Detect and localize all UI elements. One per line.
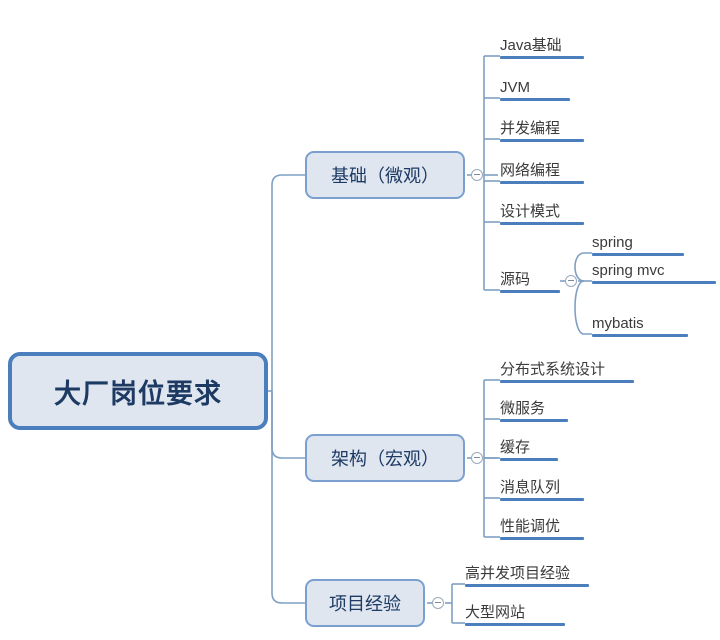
leaf-source-code[interactable]: 源码	[500, 262, 560, 293]
leaf-large-website-label: 大型网站	[465, 604, 526, 621]
branch-node-foundation[interactable]: 基础（微观）	[305, 151, 465, 199]
leaf-network-programming-label: 网络编程	[500, 162, 561, 179]
leaf-underline	[500, 498, 584, 501]
collapse-toggle-foundation[interactable]	[471, 169, 483, 181]
leaf-underline	[465, 623, 565, 626]
leaf-concurrent-programming[interactable]: 并发编程	[500, 111, 584, 142]
leaf-underline	[500, 222, 584, 225]
leaf-underline	[500, 458, 558, 461]
root-node[interactable]: 大厂岗位要求	[8, 352, 268, 430]
collapse-toggle-source-code[interactable]	[565, 275, 577, 287]
branch-node-project-experience[interactable]: 项目经验	[305, 579, 425, 627]
leaf-large-website[interactable]: 大型网站	[465, 595, 565, 626]
leaf-jvm-label: JVM	[500, 79, 530, 96]
leaf-concurrent-programming-label: 并发编程	[500, 120, 561, 137]
collapse-toggle-project-experience[interactable]	[432, 597, 444, 609]
branch-node-project-experience-label: 项目经验	[329, 594, 401, 614]
leaf-design-patterns[interactable]: 设计模式	[500, 194, 584, 225]
branch-node-architecture[interactable]: 架构（宏观）	[305, 434, 465, 482]
leaf-microservices[interactable]: 微服务	[500, 391, 568, 422]
leaf-java-basics[interactable]: Java基础	[500, 28, 584, 59]
leaf-spring-label: spring	[592, 234, 633, 251]
leaf-source-code-label: 源码	[500, 271, 531, 288]
leaf-spring[interactable]: spring	[592, 225, 684, 256]
leaf-java-basics-label: Java基础	[500, 37, 562, 54]
root-node-label: 大厂岗位要求	[54, 378, 222, 409]
leaf-underline	[500, 98, 570, 101]
leaf-high-concurrency-experience[interactable]: 高并发项目经验	[465, 556, 589, 587]
leaf-jvm[interactable]: JVM	[500, 70, 570, 101]
leaf-message-queue-label: 消息队列	[500, 479, 561, 496]
leaf-design-patterns-label: 设计模式	[500, 203, 561, 220]
leaf-underline	[500, 139, 584, 142]
leaf-underline	[465, 584, 589, 587]
leaf-underline	[500, 537, 584, 540]
leaf-underline	[500, 290, 560, 293]
leaf-spring-mvc-label: spring mvc	[592, 262, 665, 279]
leaf-underline	[500, 419, 568, 422]
leaf-distributed-system-design-label: 分布式系统设计	[500, 361, 606, 378]
leaf-spring-mvc[interactable]: spring mvc	[592, 253, 716, 284]
leaf-network-programming[interactable]: 网络编程	[500, 153, 584, 184]
leaf-cache-label: 缓存	[500, 439, 531, 456]
leaf-high-concurrency-experience-label: 高并发项目经验	[465, 565, 571, 582]
branch-node-architecture-label: 架构（宏观）	[331, 449, 439, 469]
leaf-underline	[592, 334, 688, 337]
leaf-microservices-label: 微服务	[500, 400, 546, 417]
branch-node-foundation-label: 基础（微观）	[331, 166, 439, 186]
leaf-mybatis[interactable]: mybatis	[592, 306, 688, 337]
collapse-toggle-architecture[interactable]	[471, 452, 483, 464]
leaf-message-queue[interactable]: 消息队列	[500, 470, 584, 501]
leaf-underline	[500, 380, 634, 383]
leaf-performance-tuning-label: 性能调优	[500, 518, 561, 535]
leaf-mybatis-label: mybatis	[592, 315, 644, 332]
leaf-underline	[592, 281, 716, 284]
leaf-performance-tuning[interactable]: 性能调优	[500, 509, 584, 540]
leaf-distributed-system-design[interactable]: 分布式系统设计	[500, 352, 634, 383]
leaf-underline	[592, 253, 684, 256]
leaf-cache[interactable]: 缓存	[500, 430, 558, 461]
leaf-underline	[500, 56, 584, 59]
leaf-underline	[500, 181, 584, 184]
